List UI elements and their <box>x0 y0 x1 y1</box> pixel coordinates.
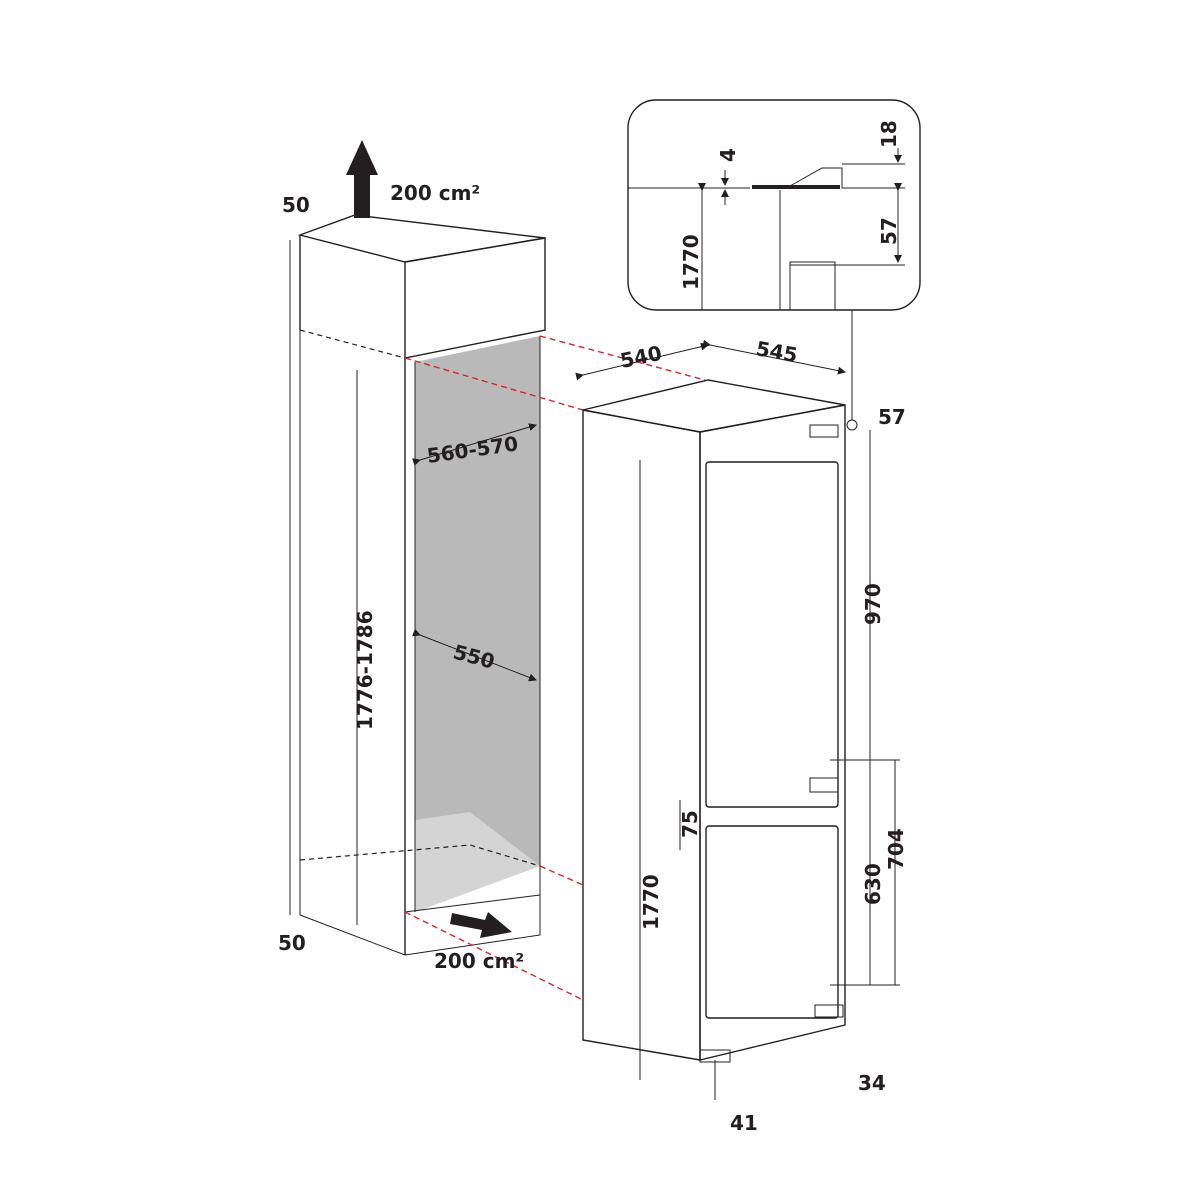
middle-hinge <box>809 777 839 793</box>
upper-door <box>705 461 839 808</box>
appliance-width-label: 545 <box>754 336 799 367</box>
lower-section-label: 704 <box>884 828 908 870</box>
upper-door-label: 970 <box>861 583 885 625</box>
detail-height-label: 1770 <box>679 234 703 290</box>
cabinet-bottom-vent-label: 200 cm² <box>434 949 524 973</box>
detail-inset <box>627 99 921 311</box>
appliance-top <box>582 379 846 433</box>
cabinet <box>289 140 546 956</box>
cabinet-bottom-gap-label: 50 <box>278 931 306 955</box>
detail-top-thickness-label: 18 <box>877 120 901 148</box>
top-box-front <box>404 237 546 359</box>
cabinet-top-gap-label: 50 <box>282 193 310 217</box>
lower-door-label: 630 <box>861 863 885 905</box>
appliance-depth-label: 540 <box>618 341 664 373</box>
plinth-label: 41 <box>730 1111 758 1135</box>
appliance-side <box>582 409 701 1061</box>
appliance <box>575 310 900 1100</box>
top-box-top <box>297 214 546 263</box>
airflow-in-arrow-icon <box>450 912 512 938</box>
door-gap-label: 75 <box>678 810 702 838</box>
airflow-up-arrow-icon <box>346 140 378 218</box>
appliance-height-label: 1770 <box>639 874 663 930</box>
detail-hinge-offset-label: 57 <box>877 217 901 245</box>
detail-gap-label: 4 <box>716 148 740 162</box>
lower-door <box>705 825 839 1019</box>
inset-frame <box>627 99 921 311</box>
niche-height-label: 1776-1786 <box>353 610 377 730</box>
niche-floor <box>415 812 540 912</box>
cabinet-top-vent-label: 200 cm² <box>390 181 480 205</box>
top-hinge <box>809 424 839 438</box>
appliance-front <box>699 404 846 1061</box>
niche-back-panel <box>415 336 540 912</box>
bottom-offset-label: 34 <box>858 1071 886 1095</box>
top-offset-label: 57 <box>878 405 906 429</box>
